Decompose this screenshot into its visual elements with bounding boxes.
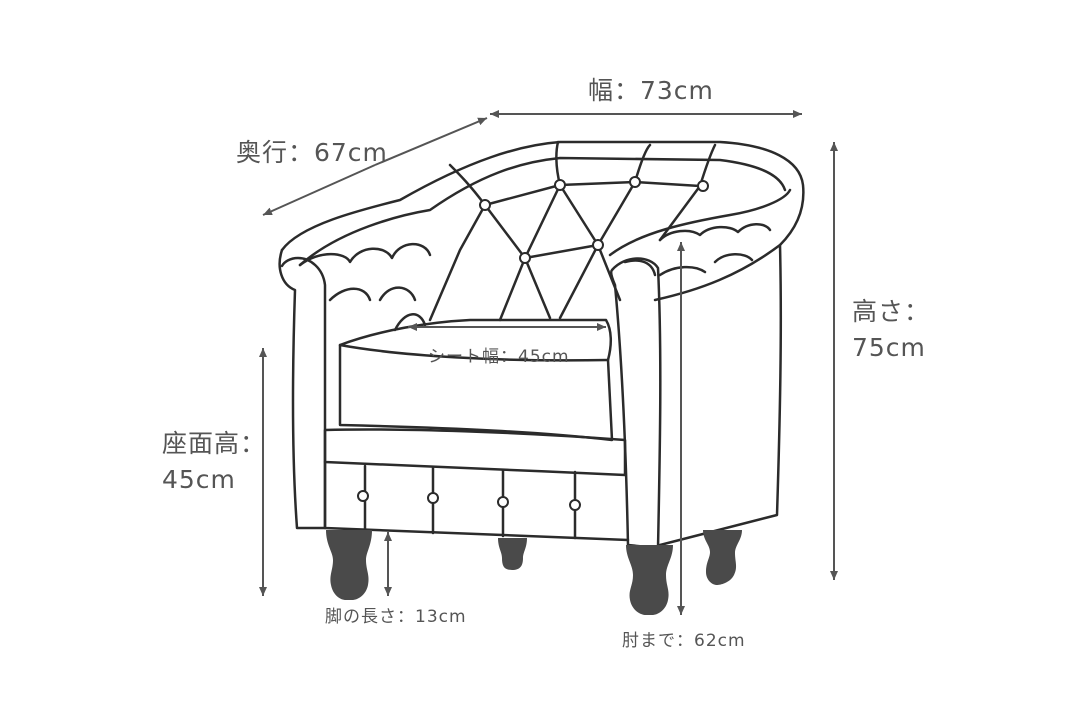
height-label-line1: 高さ： [852,297,931,326]
width-label: 幅：73cm [588,76,714,105]
arm-height-label: 肘まで：62cm [622,631,746,651]
height-label-line2: 75cm [852,333,926,362]
leg-back-center [498,538,527,570]
chair-right-arm-top [608,188,792,257]
leg-front-right [626,545,673,615]
depth-arrow [262,164,376,216]
dimension-arrows [259,110,838,615]
chair-front-apron [323,428,627,477]
chair-right-arm-front [609,257,662,550]
seat-height-label: 座面高： 45cm [162,426,266,498]
seat-height-label-line1: 座面高： [162,429,267,458]
height-label: 高さ： 75cm [852,294,930,366]
tufting-lines [428,180,702,322]
leg-length-label: 脚の長さ：13cm [325,607,467,627]
tufting-buttons [357,176,709,511]
depth-label: 奥行：67cm [236,138,388,167]
chair-legs [326,530,742,615]
seat-cushion [338,318,614,442]
leg-back-right [703,530,742,585]
chair-back-rim [280,140,805,547]
seat-width-label: シート幅：45cm [428,347,570,367]
leg-front-left [326,530,372,600]
chair-left-arm [278,248,327,530]
chair-back-inner-rim [298,156,787,267]
seat-height-label-line2: 45cm [162,465,236,494]
